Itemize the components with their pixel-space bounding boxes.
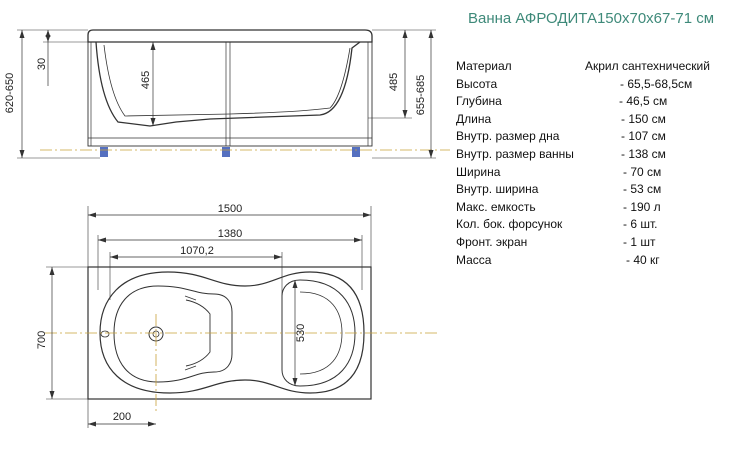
dim-length: 1500 (218, 203, 242, 215)
dim-inner-length: 1380 (218, 228, 242, 240)
dim-rim: 30 (36, 58, 48, 70)
spec-row: Глубина - 46,5 см (456, 93, 741, 111)
spec-value: - 1 шт (623, 234, 656, 249)
product-title: Ванна АФРОДИТА150х70х67-71 см (468, 10, 715, 27)
side-view-tub-body (95, 41, 361, 127)
spec-row: Материал Акрил сантехнический (456, 58, 741, 76)
spec-value: - 40 кг (626, 252, 660, 267)
spec-row: Длина - 150 см (456, 111, 741, 129)
spec-label: Макс. емкость (456, 199, 536, 214)
spec-value: - 70 см (623, 164, 662, 179)
spec-label: Внутр. размер дна (456, 129, 560, 144)
spec-value: - 6 шт. (623, 217, 658, 232)
spec-row: Внутр. ширина - 53 см (456, 181, 741, 199)
spec-value: - 65,5-68,5см (620, 76, 693, 91)
spec-row: Высота - 65,5-68,5см (456, 76, 741, 94)
spec-row: Внутр. размер дна - 107 см (456, 128, 741, 146)
spec-row: Макс. емкость - 190 л (456, 199, 741, 217)
dim-depth: 465 (140, 71, 152, 89)
side-view: 620-650 30 465 485 655-685 (4, 29, 450, 159)
spec-label: Материал (456, 59, 512, 73)
spec-row: Ширина - 70 см (456, 164, 741, 182)
dim-width: 700 (36, 331, 48, 349)
spec-label: Внутр. размер ванны (456, 146, 574, 161)
dim-height-outer: 655-685 (415, 75, 427, 115)
top-view-tub-bowl (99, 271, 365, 394)
top-view: 1500 1380 1070,2 700 530 200 (36, 203, 440, 428)
spec-label: Высота (456, 76, 498, 91)
top-view-seat (281, 279, 356, 387)
side-view-feet (100, 147, 360, 157)
spec-row: Масса - 40 кг (456, 252, 741, 270)
spec-label: Кол. бок. форсунок (456, 217, 563, 232)
spec-value: - 150 см (621, 111, 666, 126)
side-view-tub-outline (87, 29, 373, 43)
spec-label: Масса (456, 252, 492, 267)
spec-value: - 138 см (621, 146, 666, 161)
dim-inner-width: 530 (295, 324, 307, 342)
dim-bottom-length: 1070,2 (180, 245, 214, 257)
spec-row: Фронт. экран - 1 шт (456, 234, 741, 252)
dim-drain-offset: 200 (113, 411, 131, 423)
spec-value: - 53 см (623, 182, 662, 197)
spec-label: Внутр. ширина (456, 182, 539, 197)
side-view-tub-inner (103, 44, 351, 117)
spec-label: Длина (456, 111, 492, 126)
spec-row: Кол. бок. форсунок - 6 шт. (456, 216, 741, 234)
top-view-bottom (113, 285, 233, 383)
spec-table: Материал Акрил сантехнический Высота - 65,… (456, 58, 741, 269)
spec-label: Фронт. экран (456, 234, 528, 249)
spec-value: - 190 л (623, 199, 661, 214)
spec-value: - 107 см (621, 129, 666, 144)
spec-row: Внутр. размер ванны - 138 см (456, 146, 741, 164)
spec-value: - 46,5 см (619, 94, 668, 109)
dim-inner-depth: 485 (388, 73, 400, 91)
spec-label: Глубина (456, 94, 502, 109)
dim-height-total: 620-650 (4, 73, 16, 113)
spec-value: Акрил сантехнический (585, 59, 710, 73)
spec-label: Ширина (456, 164, 501, 179)
